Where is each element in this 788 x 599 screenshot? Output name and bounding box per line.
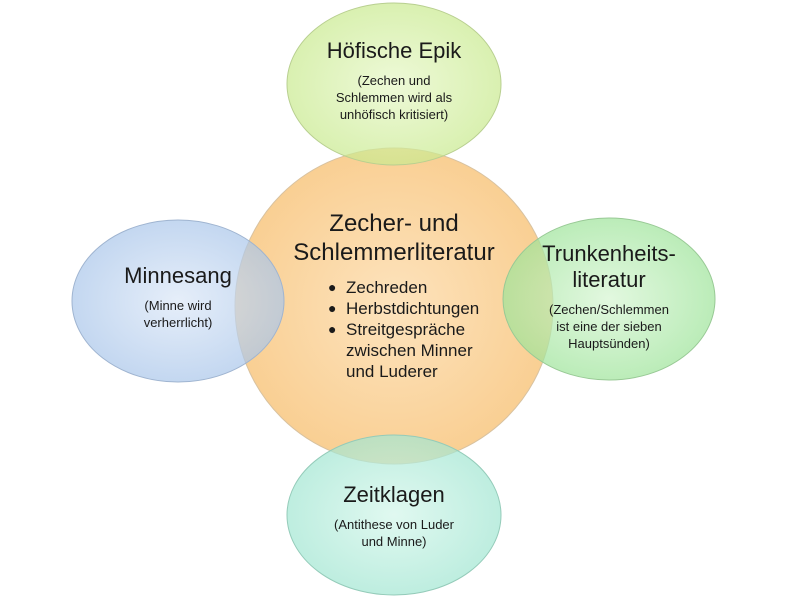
left-node-note: (Minne wird verherrlicht) <box>93 297 263 331</box>
right-node-note: (Zechen/Schlemmen ist eine der sieben Ha… <box>509 301 709 352</box>
right-note-line-2: ist eine der sieben <box>556 319 662 334</box>
right-title-line-1: Trunkenheits- <box>542 241 676 266</box>
top-ellipse <box>286 2 502 166</box>
center-node-title: Zecher- und Schlemmerliteratur <box>274 209 514 267</box>
center-node-text: Zecher- und Schlemmerliteratur Zechreden… <box>274 209 514 382</box>
left-node-title: Minnesang <box>124 263 232 288</box>
center-bullet-list: Zechreden Herbstdichtungen Streitgespräc… <box>328 277 498 382</box>
right-ellipse <box>502 217 716 381</box>
left-note-line-2: verherrlicht) <box>143 315 213 330</box>
left-ellipse <box>71 219 285 383</box>
bullet-streitgespraeche: Streitgespräche zwischen Minner und Lude… <box>328 319 498 382</box>
right-node-text: Trunkenheits- literatur (Zechen/Schlemme… <box>509 241 709 352</box>
right-note-line-3: Hauptsünden) <box>568 336 650 351</box>
center-title-line-2: Schlemmerliteratur <box>293 239 495 266</box>
bottom-note-line-1: (Antithese von Luder <box>334 517 454 532</box>
right-node-title: Trunkenheits- literatur <box>509 241 709 293</box>
bottom-node-text: Zeitklagen (Antithese von Luder und Minn… <box>294 482 494 550</box>
bullet-herbstdichtungen: Herbstdichtungen <box>328 298 498 319</box>
right-title-line-2: literatur <box>572 267 646 292</box>
bottom-node-title: Zeitklagen <box>343 482 445 507</box>
top-note-line-3: unhöfisch kritisiert) <box>339 107 449 122</box>
bottom-ellipse <box>286 434 502 596</box>
right-note-line-1: (Zechen/Schlemmen <box>549 302 669 317</box>
center-title-line-1: Zecher- und <box>329 210 459 237</box>
bottom-node-note: (Antithese von Luder und Minne) <box>294 516 494 550</box>
left-node-text: Minnesang (Minne wird verherrlicht) <box>93 263 263 331</box>
bullet-zechreden: Zechreden <box>328 277 498 298</box>
top-node-title: Höfische Epik <box>326 38 462 63</box>
top-node-note: (Zechen und Schlemmen wird als unhöfisch… <box>294 72 494 123</box>
top-note-line-2: Schlemmen wird als <box>335 90 453 105</box>
top-node-text: Höfische Epik (Zechen und Schlemmen wird… <box>294 38 494 123</box>
top-note-line-1: (Zechen und <box>357 73 431 88</box>
bottom-note-line-2: und Minne) <box>361 534 427 549</box>
left-note-line-1: (Minne wird <box>144 298 212 313</box>
